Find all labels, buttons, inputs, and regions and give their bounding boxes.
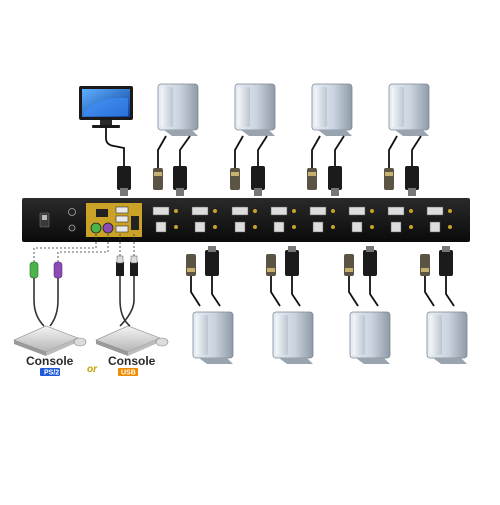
- top-connectors: [117, 166, 419, 196]
- port-pair-8: [426, 206, 452, 233]
- console-usb-device: [95, 325, 169, 356]
- computer-bottom-3: [349, 311, 391, 365]
- computer-top-1: [157, 83, 199, 137]
- ps2-keyboard-plug: [49, 261, 63, 327]
- top-cables: [105, 128, 422, 168]
- bottom-cables: [190, 276, 455, 307]
- kvm-switch: [22, 198, 470, 242]
- port-pair-4: [270, 206, 296, 233]
- computer-top-2: [234, 83, 276, 137]
- power-switch-icon: [39, 212, 50, 228]
- ps2-mouse-plug: [29, 261, 45, 327]
- monitor-icon: [79, 86, 133, 128]
- usb-plug-1: [116, 255, 131, 327]
- computer-bottom-1: [192, 311, 234, 365]
- computer-top-4: [388, 83, 430, 137]
- power-jack-icon: [68, 208, 76, 232]
- port-pair-1: [152, 206, 178, 233]
- console-ps2-label: Console: [26, 354, 74, 368]
- port-pair-3: [231, 206, 257, 233]
- port-pair-6: [348, 206, 374, 233]
- or-text: or: [87, 364, 98, 375]
- port-pair-7: [387, 206, 413, 233]
- bottom-connectors: [186, 246, 453, 276]
- console-usb-label: Console: [108, 354, 156, 368]
- console-port-panel: [86, 203, 142, 237]
- usb-badge: [118, 368, 138, 376]
- ps2-badge-text: PS/2: [44, 370, 59, 377]
- computer-ports: [152, 206, 452, 233]
- ps2-badge: [40, 368, 60, 376]
- console-ps2-device: [13, 325, 87, 356]
- computer-bottom-4: [426, 311, 468, 365]
- computer-bottom-2: [272, 311, 314, 365]
- usb-badge-text: USB: [121, 370, 136, 377]
- usb-plug-2: [119, 255, 138, 327]
- computer-top-3: [311, 83, 353, 137]
- port-pair-2: [191, 206, 217, 233]
- port-pair-5: [309, 206, 335, 233]
